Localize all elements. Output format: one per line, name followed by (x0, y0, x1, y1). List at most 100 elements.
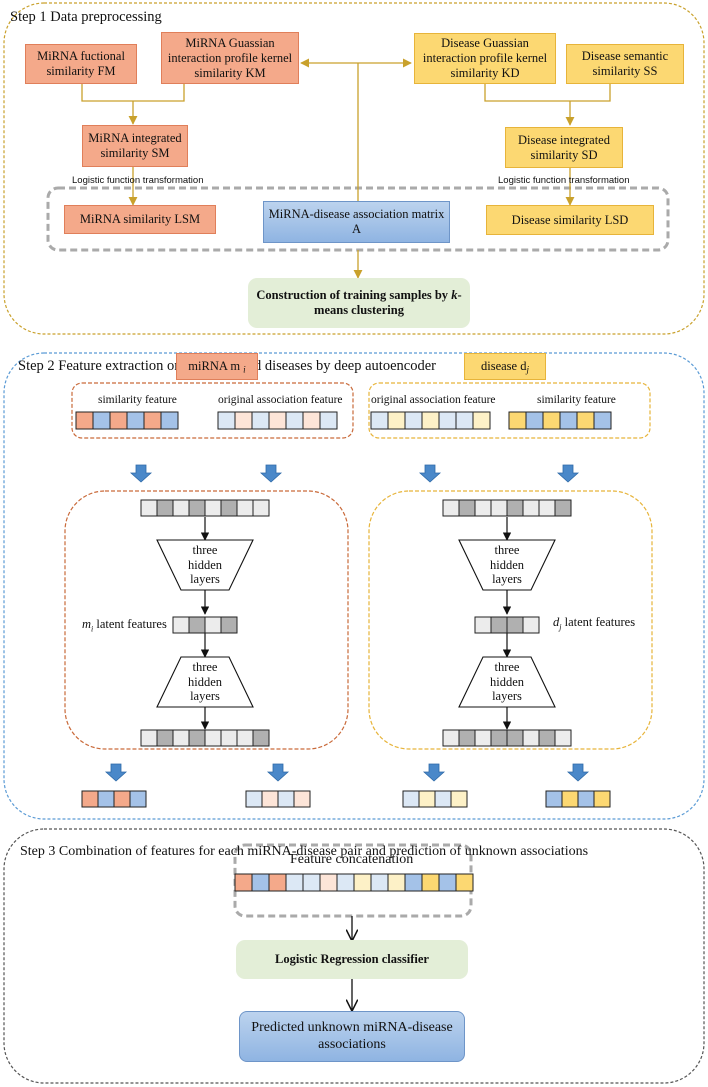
vector-cell (353, 873, 372, 892)
vector-cell (522, 616, 540, 634)
left-similarity-feature-label: similarity feature (98, 394, 177, 406)
vector-cell (525, 411, 544, 430)
right-autoencoder-frame (368, 490, 653, 750)
vector-cell (442, 499, 460, 517)
vector-right-input (442, 499, 572, 517)
vector-cell (542, 411, 561, 430)
vector-out1 (81, 790, 147, 808)
vector-cell (554, 499, 572, 517)
vector-cell (143, 411, 162, 430)
vector-cell (261, 790, 279, 808)
vector-cell (370, 873, 389, 892)
vector-out3 (402, 790, 468, 808)
vector-left-sim (75, 411, 179, 430)
logistic-transform-right-label: Logistic function transformation (498, 175, 630, 186)
vector-cell (302, 411, 321, 430)
vector-cell (236, 729, 254, 747)
vector-cell (220, 499, 238, 517)
right-input-frame (368, 382, 651, 439)
vector-cell (387, 873, 406, 892)
right-encoder-label: three hidden layers (489, 543, 525, 587)
disease-latent-text: latent features (564, 615, 636, 629)
mirna-integrated-similarity-box: MiRNA integrated similarity SM (82, 125, 188, 167)
training-sample-construction-box: Construction of training samples by k-me… (248, 278, 470, 328)
vector-cell (593, 790, 611, 808)
vector-cell (577, 790, 595, 808)
vector-cell (140, 729, 158, 747)
vector-cell (561, 790, 579, 808)
mirna-functional-similarity-box: MiRNA fuctional similarity FM (25, 44, 137, 84)
vector-cell (490, 616, 508, 634)
down-arrow-icon (418, 464, 442, 483)
vector-cell (188, 499, 206, 517)
vector-cell (438, 873, 457, 892)
training-sample-construction-label: Construction of training samples by k-me… (256, 288, 462, 317)
vector-cell (319, 411, 338, 430)
vector-cell (92, 411, 111, 430)
logistic-regression-label: Logistic Regression classifier (275, 952, 429, 966)
vector-cell (97, 790, 115, 808)
mirna-latent-symbol: m (82, 617, 92, 631)
vector-cell (319, 873, 338, 892)
vector-cell (251, 411, 270, 430)
vector-cell (421, 873, 440, 892)
vector-cell (474, 729, 492, 747)
logistic-transform-left-label: Logistic function transformation (72, 175, 204, 186)
vector-right-sim (508, 411, 612, 430)
vector-right-latent (474, 616, 540, 634)
vector-cell (421, 411, 440, 430)
vector-cell (508, 411, 527, 430)
vector-cell (234, 873, 253, 892)
vector-cell (188, 616, 206, 634)
vector-cell (160, 411, 179, 430)
vector-cell (538, 729, 556, 747)
vector-cell (506, 499, 524, 517)
down-arrow-icon (566, 763, 590, 782)
mirna-header-text: miRNA m (188, 359, 241, 373)
vector-cell (234, 411, 253, 430)
vector-cell (172, 729, 190, 747)
vector-cell (204, 729, 222, 747)
vector-cell (370, 411, 389, 430)
vector-cell (404, 873, 423, 892)
vector-cell (404, 411, 423, 430)
vector-cell (522, 729, 540, 747)
down-arrow-icon (556, 464, 580, 483)
vector-cell (204, 616, 222, 634)
down-arrow-icon (266, 763, 290, 782)
vector-cell (455, 873, 474, 892)
vector-cell (156, 729, 174, 747)
mirna-latent-text: latent features (96, 617, 167, 631)
vector-left-orig (217, 411, 338, 430)
vector-cell (545, 790, 563, 808)
disease-latent-symbol: d (553, 615, 560, 629)
vector-cell (474, 499, 492, 517)
disease-similarity-lsd-box: Disease similarity LSD (486, 205, 654, 235)
step1-title: Step 1 Data preprocessing (10, 9, 162, 25)
vector-cell (81, 790, 99, 808)
vector-cell (455, 411, 474, 430)
vector-cell (204, 499, 222, 517)
right-similarity-feature-label: similarity feature (537, 394, 616, 406)
down-arrow-icon (422, 763, 446, 782)
vector-cell (506, 616, 524, 634)
vector-cell (490, 729, 508, 747)
mirna-input-header: miRNA m i (176, 353, 258, 380)
disease-gaussian-kernel-box: Disease Guassian interaction profile ker… (414, 33, 556, 84)
vector-cell (576, 411, 595, 430)
left-decoder-label: three hidden layers (187, 660, 223, 704)
vector-cell (252, 499, 270, 517)
vector-cell (188, 729, 206, 747)
logistic-regression-box: Logistic Regression classifier (236, 940, 468, 979)
down-arrow-icon (104, 763, 128, 782)
right-decoder: three hidden layers (458, 656, 556, 708)
vector-cell (75, 411, 94, 430)
vector-cell (285, 873, 304, 892)
vector-cell (293, 790, 311, 808)
left-decoder: three hidden layers (156, 656, 254, 708)
step2-frame (3, 352, 705, 820)
vector-cell (472, 411, 491, 430)
left-original-feature-label: original association feature (218, 394, 343, 406)
vector-cell (538, 499, 556, 517)
